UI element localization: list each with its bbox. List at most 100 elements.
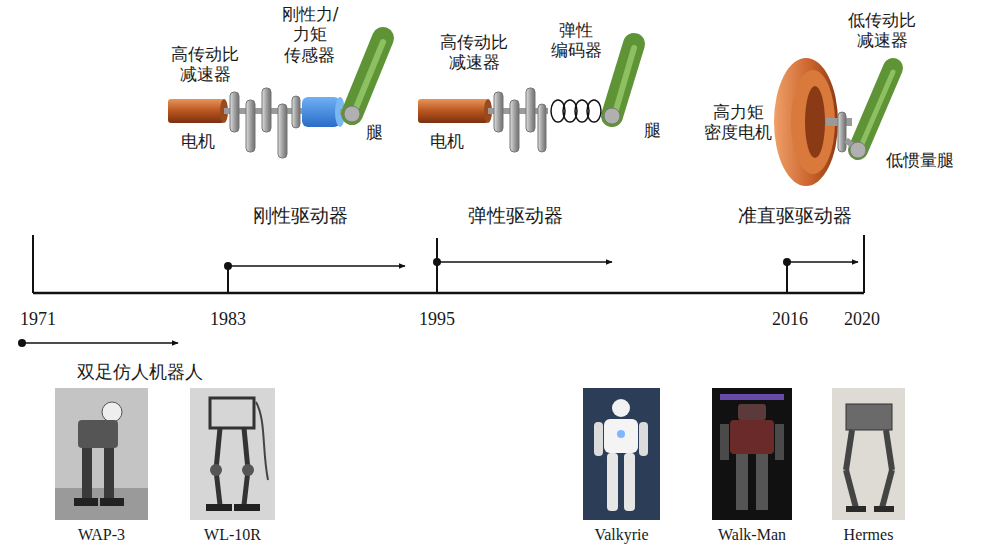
timeline-tick [32,235,34,293]
photo-ground [712,388,792,520]
robot-photo-box: Valkyrie [583,388,660,548]
robot-part [104,448,114,500]
robot-part [74,498,98,506]
photo-caption: Walk-Man [718,526,786,544]
motor [168,99,224,123]
robot-part [210,464,222,476]
year-label: 2020 [844,309,880,331]
leg [352,38,383,114]
robot-photo [55,388,148,520]
leg-highlight [356,42,383,108]
part-label: 低惯量腿 [886,150,954,170]
torque-motor-hole [805,86,825,158]
photo-ground [832,388,905,520]
part-label: 电机 [430,131,464,151]
robot-photo [832,388,905,520]
photo-ground [55,388,148,520]
robot-photo-box: WL-10R [190,388,275,548]
robot-part [607,453,618,511]
robot-part [639,422,648,456]
gear [526,88,535,132]
robot-part [846,506,866,512]
photo-caption: Valkyrie [594,526,648,544]
robot-part [242,464,254,476]
robot-part [775,424,784,460]
robot-part [244,428,248,470]
gear [262,88,271,132]
year-label: 1983 [210,309,246,331]
robot-part [206,504,232,511]
joint [604,108,620,124]
robot-part [846,404,892,430]
gear [278,104,287,158]
robot-part [82,448,92,500]
robot-photo [583,388,660,520]
robot-part [730,420,774,454]
robot-part [604,419,638,453]
timeline-tick [863,235,865,293]
period-label: 弹性驱动器 [468,204,563,227]
part-label: 腿 [644,120,661,140]
timeline-tick [786,262,788,293]
robot-part [874,506,894,512]
part-label: 电机 [181,131,215,151]
leg [612,44,634,116]
period-label: 准直驱驱动器 [738,204,852,227]
gear [538,104,546,152]
rigid-actuator [168,38,383,158]
part-label: 高传动比 减速器 [440,32,508,73]
qdd-actuator [774,58,893,186]
robot-part [216,428,220,470]
robot-photo [190,388,275,520]
motor [418,99,488,123]
gear [230,92,239,132]
gear [292,96,300,128]
leg-highlight [862,72,893,144]
part-label: 高传动比 减速器 [171,44,239,85]
photo-ground [583,388,660,520]
robot-part [100,498,124,506]
timeline [18,235,864,347]
robot-part [102,402,122,422]
gear [510,100,519,152]
robot-part [624,453,635,511]
robot-part [612,399,630,417]
robot-part [617,430,625,438]
leg [858,68,893,150]
photo-caption: WAP-3 [78,526,125,544]
photo-caption: WL-10R [204,526,261,544]
period-arrow [228,265,405,267]
photo-light [720,394,784,400]
period-arrow [437,261,612,263]
robot-part [210,398,254,428]
part-label: 低传动比 减速器 [848,10,916,51]
joint [850,142,866,158]
period-label: 刚性驱动器 [253,204,348,227]
robot-part [736,454,748,510]
period-arrow [22,342,178,344]
photo-caption: Hermes [844,526,894,544]
robot-photo-box: Hermes [832,388,905,548]
robot-part [846,470,856,508]
robot-wire [256,402,268,480]
period-arrow [787,261,858,263]
gear [494,92,503,132]
robot-part [720,424,729,460]
photo-ground [190,388,275,520]
spring [587,100,601,122]
year-label: 1971 [20,309,56,331]
robot-part [756,454,768,510]
timeline-tick [227,266,229,293]
year-label: 2016 [772,309,808,331]
robot-part [738,404,766,420]
gear [246,100,255,152]
year-label: 1995 [419,309,455,331]
robot-photo-box: Walk-Man [712,388,792,548]
part-label: 高力矩 密度电机 [704,102,772,143]
timeline-axis [33,292,864,295]
robot-part [78,420,118,448]
leg-highlight [616,48,634,110]
part-label: 弹性 编码器 [551,20,602,61]
robot-part [886,430,892,470]
part-label: 刚性力/力矩 传感器 [282,4,339,65]
